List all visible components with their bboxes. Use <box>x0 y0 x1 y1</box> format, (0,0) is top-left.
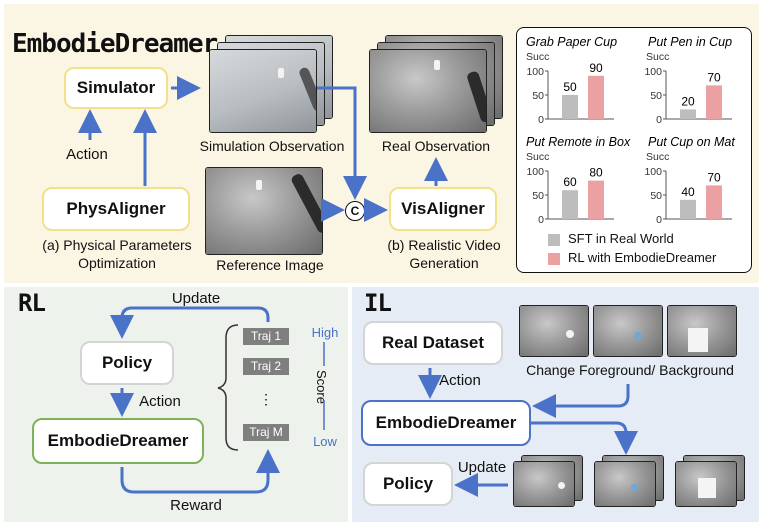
reference-image <box>206 168 322 254</box>
real-obs-image <box>370 50 486 132</box>
chart-ylabel-1: Succ <box>646 51 669 63</box>
il-dreamer-to-output-arrow <box>531 421 638 455</box>
chart-title-0: Grab Paper Cup <box>526 35 617 49</box>
concat-symbol: C <box>345 201 365 221</box>
sim-obs-image <box>210 50 316 132</box>
ref-cup <box>256 180 262 190</box>
visual-caption-2: Generation <box>409 255 479 271</box>
reference-image-label: Reference Image <box>216 257 324 273</box>
traj-brace <box>217 324 239 451</box>
legend-sft-label: SFT in Real World <box>568 231 674 246</box>
chart-value-2-0: 60 <box>563 175 577 189</box>
il-action-label: Action <box>439 372 481 389</box>
il-update-label: Update <box>457 459 507 476</box>
il-output-stack-1 <box>514 462 574 506</box>
chart-tick-2-0: 100 <box>526 166 544 178</box>
physical-caption-1: (a) Physical Parameters <box>42 237 192 253</box>
chart-bar-2-0 <box>562 190 578 219</box>
chart-value-0-0: 50 <box>563 80 577 94</box>
chart-value-3-1: 70 <box>707 170 721 184</box>
chart-tick-0-2: 0 <box>538 114 544 126</box>
traj-ellipsis: ⋮ <box>259 391 273 407</box>
score-low-label: Low <box>313 434 337 449</box>
chart-value-1-0: 20 <box>681 94 695 108</box>
visaligner-box: VisAligner <box>389 187 497 231</box>
chart-bar-2-1 <box>588 180 604 219</box>
rl-embodiedreamer-box: EmbodieDreamer <box>32 418 204 464</box>
chart-bar-0-0 <box>562 95 578 119</box>
chart-bar-0-1 <box>588 75 604 119</box>
traj-1: Traj 1 <box>243 328 289 345</box>
simulation-observation-label: Simulation Observation <box>199 138 345 154</box>
chart-ylabel-2: Succ <box>526 151 549 163</box>
rl-update-label: Update <box>171 290 221 307</box>
il-policy-box: Policy <box>363 462 453 506</box>
il-output-stack-2 <box>595 462 655 506</box>
chart-value-1-1: 70 <box>707 70 721 84</box>
chart-tick-1-0: 100 <box>644 66 662 78</box>
chart-tick-0-0: 100 <box>526 66 544 78</box>
rl-action-label: Action <box>139 393 181 410</box>
il-variants-to-dreamer-arrow <box>532 384 630 418</box>
simulator-box: Simulator <box>64 67 168 109</box>
physical-caption-2: Optimization <box>78 255 156 271</box>
rl-panel <box>4 287 348 522</box>
real-cup <box>434 60 440 70</box>
sim-cup <box>278 68 284 78</box>
il-change-label: Change Foreground/ Background <box>526 362 734 378</box>
chart-bar-3-1 <box>706 185 722 219</box>
legend-rl-swatch <box>548 253 560 265</box>
traj-m: Traj M <box>243 424 289 441</box>
rl-update-arrow <box>110 306 270 339</box>
legend-rl-label: RL with EmbodieDreamer <box>568 250 717 265</box>
results-box <box>516 27 752 273</box>
il-real-dataset-box: Real Dataset <box>363 321 503 365</box>
chart-title-1: Put Pen in Cup <box>648 35 732 49</box>
traj-2: Traj 2 <box>243 358 289 375</box>
chart-tick-0-1: 50 <box>532 90 544 102</box>
embodiedreamer-title: EmbodieDreamer <box>12 29 218 59</box>
real-observation-label: Real Observation <box>381 138 491 154</box>
il-variant-image-1 <box>520 306 588 356</box>
chart-tick-1-1: 50 <box>650 90 662 102</box>
chart-tick-3-1: 50 <box>650 190 662 202</box>
rl-reward-label: Reward <box>170 497 222 514</box>
chart-value-2-1: 80 <box>589 166 603 180</box>
score-high-label: High <box>311 325 339 340</box>
il-variant-image-2 <box>594 306 662 356</box>
chart-value-0-1: 90 <box>589 61 603 75</box>
chart-ylabel-0: Succ <box>526 51 549 63</box>
il-arrows <box>418 368 638 497</box>
il-variant-image-3 <box>668 306 736 356</box>
il-title: IL <box>364 289 392 317</box>
chart-tick-2-1: 50 <box>532 190 544 202</box>
chart-tick-3-2: 0 <box>656 214 662 226</box>
chart-ylabel-3: Succ <box>646 151 669 163</box>
chart-title-3: Put Cup on Mat <box>648 135 735 149</box>
chart-bar-1-1 <box>706 85 722 119</box>
rl-reward-arrow <box>120 449 280 494</box>
chart-bar-3-0 <box>680 199 696 219</box>
visual-caption-1: (b) Realistic Video <box>387 237 501 253</box>
chart-value-3-0: 40 <box>681 185 695 199</box>
il-embodiedreamer-box: EmbodieDreamer <box>361 400 531 446</box>
rl-arrows <box>110 306 325 494</box>
chart-tick-3-0: 100 <box>644 166 662 178</box>
action-label-top: Action <box>66 146 108 163</box>
rl-title: RL <box>18 289 46 317</box>
arrow-sim-obs-to-concat <box>317 86 367 200</box>
chart-bar-1-0 <box>680 109 696 119</box>
physaligner-box: PhysAligner <box>42 187 190 231</box>
chart-tick-1-2: 0 <box>656 114 662 126</box>
il-output-stack-3 <box>676 462 736 506</box>
chart-title-2: Put Remote in Box <box>526 135 631 149</box>
chart-tick-2-2: 0 <box>538 214 544 226</box>
top-arrows <box>78 76 448 222</box>
rl-policy-box: Policy <box>80 341 174 385</box>
legend-sft-swatch <box>548 234 560 246</box>
